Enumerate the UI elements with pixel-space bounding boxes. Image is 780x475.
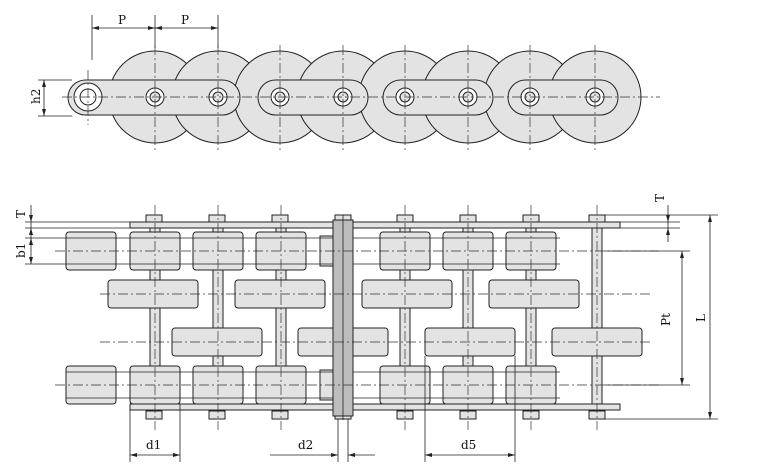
upper-inner-plates — [66, 237, 560, 265]
Pt-dimension: Pt — [605, 250, 690, 386]
L-label: L — [694, 314, 708, 322]
d1-label: d1 — [146, 438, 161, 452]
Pt-label: Pt — [659, 313, 673, 326]
d5-label: d5 — [461, 438, 476, 452]
outer-plate-upper — [129, 221, 621, 229]
side-view: T b1 T Pt — [14, 194, 718, 462]
h2-label: h2 — [29, 89, 43, 104]
b1-label: b1 — [14, 243, 28, 258]
T-left-label: T — [14, 210, 28, 218]
pitch-label-1: P — [118, 13, 126, 27]
d2-dimension: d2 — [270, 419, 375, 462]
T-right-label: T — [653, 194, 667, 202]
outer-plate-lower — [129, 403, 621, 411]
d5-dimension: d5 — [424, 356, 516, 462]
lower-inner-plates — [66, 371, 560, 399]
pitch-label-2: P — [181, 13, 189, 27]
h2-dimension: h2 — [29, 79, 72, 117]
d1-dimension: d1 — [129, 404, 181, 462]
T-right-dimension: T — [605, 194, 680, 242]
pitch-dimension: P P — [91, 13, 219, 60]
d2-label: d2 — [298, 438, 313, 452]
b1-dimension: b1 — [14, 237, 66, 265]
bottom-pin-heads — [145, 410, 606, 420]
connecting-pin — [332, 215, 354, 420]
T-left-dimension: T — [14, 205, 130, 240]
top-view: P P h2 — [29, 13, 660, 150]
L-dimension: L — [605, 214, 718, 420]
